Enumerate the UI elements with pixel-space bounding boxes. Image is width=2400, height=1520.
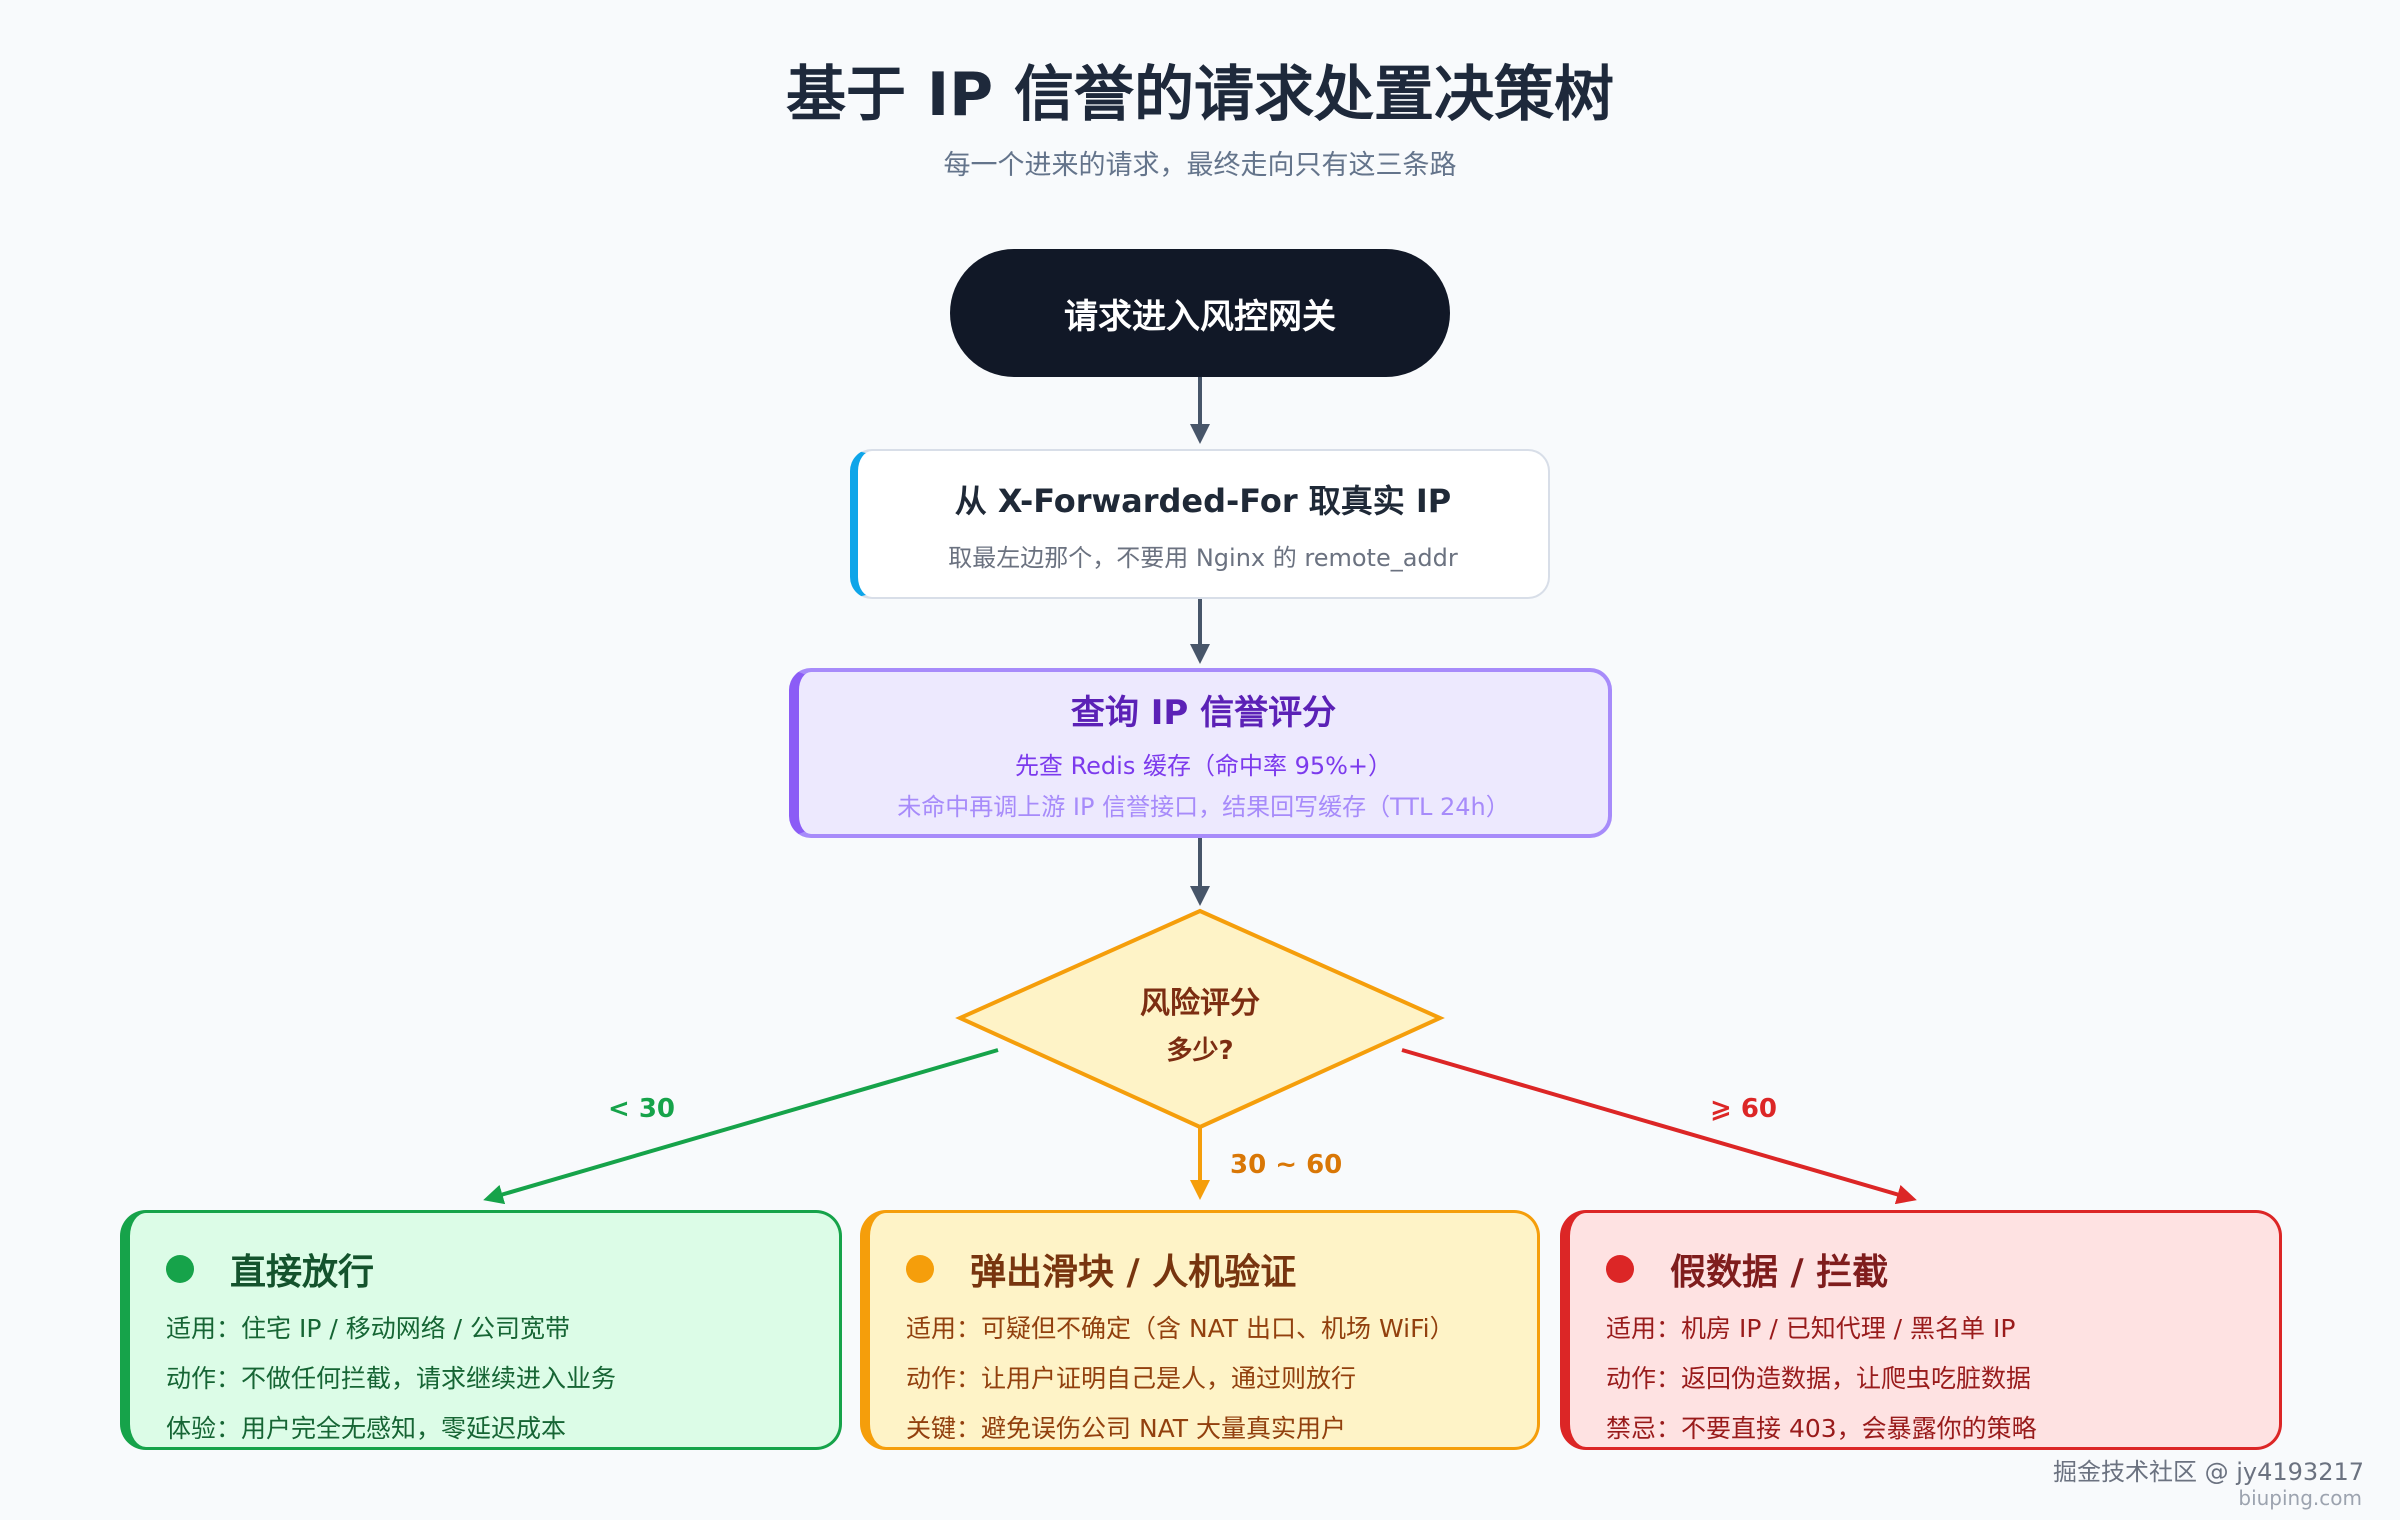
outcome-pass-title: 直接放行 bbox=[230, 1252, 375, 1293]
outcome-verify-line: 关键：避免误伤公司 NAT 大量真实用户 bbox=[906, 1414, 1347, 1443]
outcome-pass-line: 体验：用户完全无感知，零延迟成本 bbox=[166, 1414, 567, 1443]
outcome-pass-card: 直接放行 适用：住宅 IP / 移动网络 / 公司宽带 动作：不做任何拦截，请求… bbox=[120, 1210, 842, 1450]
page-title: 基于 IP 信誉的请求处置决策树 bbox=[785, 60, 1615, 130]
arrow-high-risk bbox=[1401, 1048, 1917, 1205]
status-dot-icon bbox=[1606, 1255, 1634, 1283]
outcome-verify-card: 弹出滑块 / 人机验证 适用：可疑但不确定（含 NAT 出口、机场 WiFi） … bbox=[860, 1210, 1540, 1450]
watermark-site: biuping.com bbox=[2238, 1486, 2362, 1510]
decision-label-line2: 多少? bbox=[1166, 1036, 1234, 1066]
outcome-pass-header: 直接放行 bbox=[166, 1243, 839, 1295]
node-extract-ip-note: 取最左边那个，不要用 Nginx 的 remote_addr bbox=[948, 543, 1458, 572]
decision-label: 风险评分 多少? bbox=[1100, 978, 1300, 1067]
node-query-score-line1: 先查 Redis 缓存（命中率 95%+） bbox=[1014, 751, 1393, 780]
status-dot-icon bbox=[906, 1255, 934, 1283]
outcome-verify-header: 弹出滑块 / 人机验证 bbox=[906, 1243, 1537, 1295]
outcome-block-title: 假数据 / 拦截 bbox=[1670, 1252, 1889, 1293]
outcome-block-card: 假数据 / 拦截 适用：机房 IP / 已知代理 / 黑名单 IP 动作：返回伪… bbox=[1560, 1210, 2282, 1450]
outcome-pass-line: 动作：不做任何拦截，请求继续进入业务 bbox=[166, 1364, 617, 1393]
outcome-block-header: 假数据 / 拦截 bbox=[1606, 1243, 2279, 1295]
edge-label-low: < 30 bbox=[608, 1094, 676, 1124]
node-start-label: 请求进入风控网关 bbox=[1064, 296, 1336, 337]
edge-label-high: ⩾ 60 bbox=[1710, 1094, 1778, 1124]
outcome-verify-line: 适用：可疑但不确定（含 NAT 出口、机场 WiFi） bbox=[906, 1314, 1455, 1343]
watermark: 掘金技术社区 @ jy4193217 bbox=[2052, 1458, 2364, 1486]
node-start: 请求进入风控网关 bbox=[950, 249, 1450, 377]
node-extract-ip: 从 X-Forwarded-For 取真实 IP 取最左边那个，不要用 Ngin… bbox=[850, 449, 1550, 599]
outcome-block-line: 动作：返回伪造数据，让爬虫吃脏数据 bbox=[1606, 1364, 2032, 1393]
decision-label-line1: 风险评分 bbox=[1140, 986, 1260, 1021]
node-query-score-line2: 未命中再调上游 IP 信誉接口，结果回写缓存（TTL 24h） bbox=[897, 792, 1510, 821]
node-extract-ip-title: 从 X-Forwarded-For 取真实 IP bbox=[954, 481, 1452, 520]
node-query-score-title: 查询 IP 信誉评分 bbox=[1070, 692, 1337, 733]
node-query-score: 查询 IP 信誉评分 先查 Redis 缓存（命中率 95%+） 未命中再调上游… bbox=[789, 668, 1612, 838]
outcome-pass-line: 适用：住宅 IP / 移动网络 / 公司宽带 bbox=[166, 1314, 571, 1343]
arrow-low-risk bbox=[483, 1048, 999, 1205]
outcome-block-line: 禁忌：不要直接 403，会暴露你的策略 bbox=[1606, 1414, 2037, 1443]
outcome-verify-line: 动作：让用户证明自己是人，通过则放行 bbox=[906, 1364, 1357, 1393]
status-dot-icon bbox=[166, 1255, 194, 1283]
page-subtitle: 每一个进来的请求，最终走向只有这三条路 bbox=[943, 150, 1457, 181]
outcome-block-line: 适用：机房 IP / 已知代理 / 黑名单 IP bbox=[1606, 1314, 2016, 1343]
edge-label-mid: 30 ~ 60 bbox=[1230, 1150, 1343, 1180]
outcome-verify-title: 弹出滑块 / 人机验证 bbox=[970, 1252, 1297, 1293]
